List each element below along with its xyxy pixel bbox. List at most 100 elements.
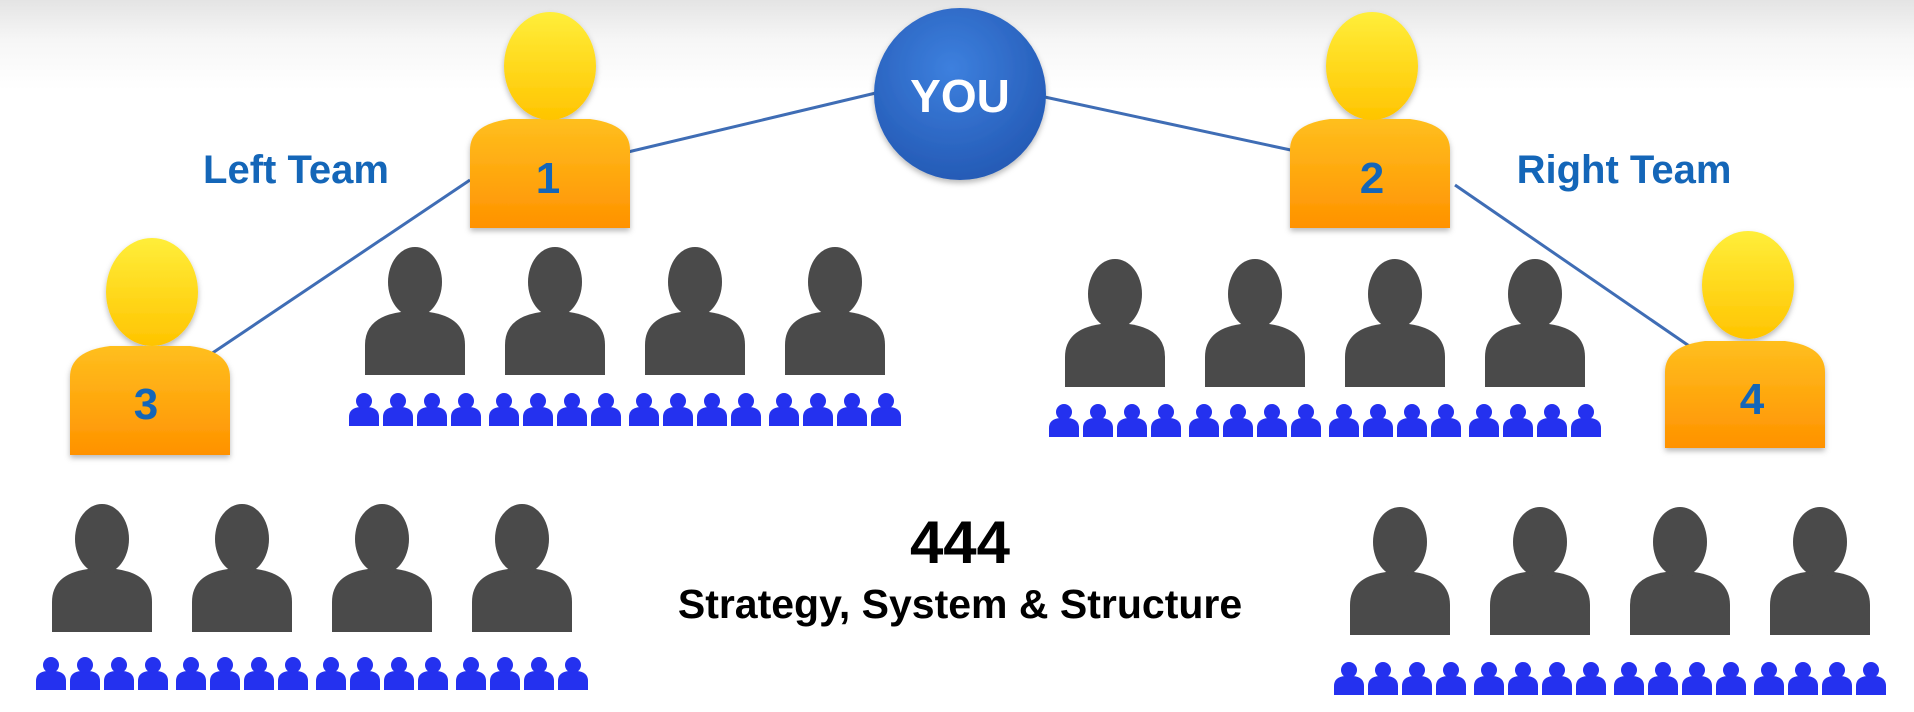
person-blue-icon — [697, 393, 727, 426]
person-gold-icon — [1665, 231, 1825, 448]
person-dark-icon — [645, 247, 745, 375]
leader-3: 3 — [70, 238, 230, 455]
connector-2-to-4 — [1454, 183, 1696, 352]
person-blue-icon — [451, 393, 481, 426]
person-blue-icon — [278, 657, 308, 690]
leader-2-number: 2 — [1360, 154, 1384, 203]
person-blue-icon — [558, 657, 588, 690]
caption-number: 444 — [910, 509, 1011, 576]
person-blue-icon — [36, 657, 66, 690]
person-dark-icon — [1350, 507, 1450, 635]
person-blue-icon — [1503, 404, 1533, 437]
person-blue-icon — [383, 393, 413, 426]
person-blue-icon — [349, 393, 379, 426]
person-blue-icon — [1117, 404, 1147, 437]
person-blue-icon — [1788, 662, 1818, 695]
person-blue-icon — [663, 393, 693, 426]
connector-you-to-1 — [627, 90, 881, 154]
person-blue-icon — [456, 657, 486, 690]
person-dark-icon — [1630, 507, 1730, 635]
person-blue-icon — [1083, 404, 1113, 437]
person-blue-icon — [803, 393, 833, 426]
person-blue-icon — [1508, 662, 1538, 695]
person-blue-icon — [1397, 404, 1427, 437]
person-blue-icon — [523, 393, 553, 426]
person-blue-icon — [1537, 404, 1567, 437]
person-blue-icon — [1291, 404, 1321, 437]
person-dark-icon — [1065, 259, 1165, 387]
person-blue-icon — [524, 657, 554, 690]
person-blue-icon — [1822, 662, 1852, 695]
person-blue-icon — [176, 657, 206, 690]
person-blue-icon — [557, 393, 587, 426]
person-blue-icon — [1363, 404, 1393, 437]
person-blue-icon — [1049, 404, 1079, 437]
person-blue-icon — [1257, 404, 1287, 437]
person-blue-icon — [837, 393, 867, 426]
person-blue-icon — [591, 393, 621, 426]
person-blue-icon — [871, 393, 901, 426]
left-team-label: Left Team — [203, 148, 389, 192]
person-blue-icon — [1151, 404, 1181, 437]
person-dark-icon — [1770, 507, 1870, 635]
person-gold-icon — [1290, 12, 1450, 228]
you-node: YOU — [874, 8, 1046, 180]
person-blue-icon — [731, 393, 761, 426]
person-blue-icon — [244, 657, 274, 690]
person-gold-icon — [70, 238, 230, 455]
you-label: YOU — [910, 70, 1010, 122]
person-blue-icon — [1431, 404, 1461, 437]
person-blue-icon — [1368, 662, 1398, 695]
right-team-label: Right Team — [1517, 148, 1732, 192]
person-blue-icon — [1436, 662, 1466, 695]
connector-1-to-3 — [204, 178, 471, 360]
leader-4-team-group — [1334, 507, 1886, 695]
person-blue-icon — [138, 657, 168, 690]
person-blue-icon — [1474, 662, 1504, 695]
person-blue-icon — [1329, 404, 1359, 437]
person-gold-icon — [470, 12, 630, 228]
person-blue-icon — [1223, 404, 1253, 437]
person-blue-icon — [769, 393, 799, 426]
person-blue-icon — [104, 657, 134, 690]
person-blue-icon — [1189, 404, 1219, 437]
person-dark-icon — [1205, 259, 1305, 387]
person-blue-icon — [1576, 662, 1606, 695]
person-dark-icon — [192, 504, 292, 632]
connector-you-to-2 — [1039, 94, 1301, 154]
person-dark-icon — [1345, 259, 1445, 387]
person-blue-icon — [1856, 662, 1886, 695]
person-blue-icon — [1648, 662, 1678, 695]
person-blue-icon — [1542, 662, 1572, 695]
person-dark-icon — [505, 247, 605, 375]
person-blue-icon — [316, 657, 346, 690]
person-dark-icon — [52, 504, 152, 632]
person-blue-icon — [1614, 662, 1644, 695]
person-blue-icon — [629, 393, 659, 426]
connector-lines — [204, 90, 1696, 360]
person-dark-icon — [1485, 259, 1585, 387]
leader-1: 1 — [470, 12, 630, 228]
person-blue-icon — [70, 657, 100, 690]
leader-4: 4 — [1665, 231, 1825, 448]
person-blue-icon — [1469, 404, 1499, 437]
leader-4-number: 4 — [1740, 375, 1765, 424]
person-blue-icon — [210, 657, 240, 690]
person-dark-icon — [332, 504, 432, 632]
person-blue-icon — [417, 393, 447, 426]
person-blue-icon — [489, 393, 519, 426]
person-blue-icon — [418, 657, 448, 690]
leader-2: 2 — [1290, 12, 1450, 228]
caption-subtitle: Strategy, System & Structure — [678, 581, 1242, 627]
person-blue-icon — [1402, 662, 1432, 695]
person-dark-icon — [365, 247, 465, 375]
person-blue-icon — [1754, 662, 1784, 695]
person-blue-icon — [350, 657, 380, 690]
leader-1-number: 1 — [536, 154, 560, 203]
person-blue-icon — [490, 657, 520, 690]
person-blue-icon — [384, 657, 414, 690]
person-dark-icon — [1490, 507, 1590, 635]
leader-2-team-group — [1049, 259, 1601, 437]
